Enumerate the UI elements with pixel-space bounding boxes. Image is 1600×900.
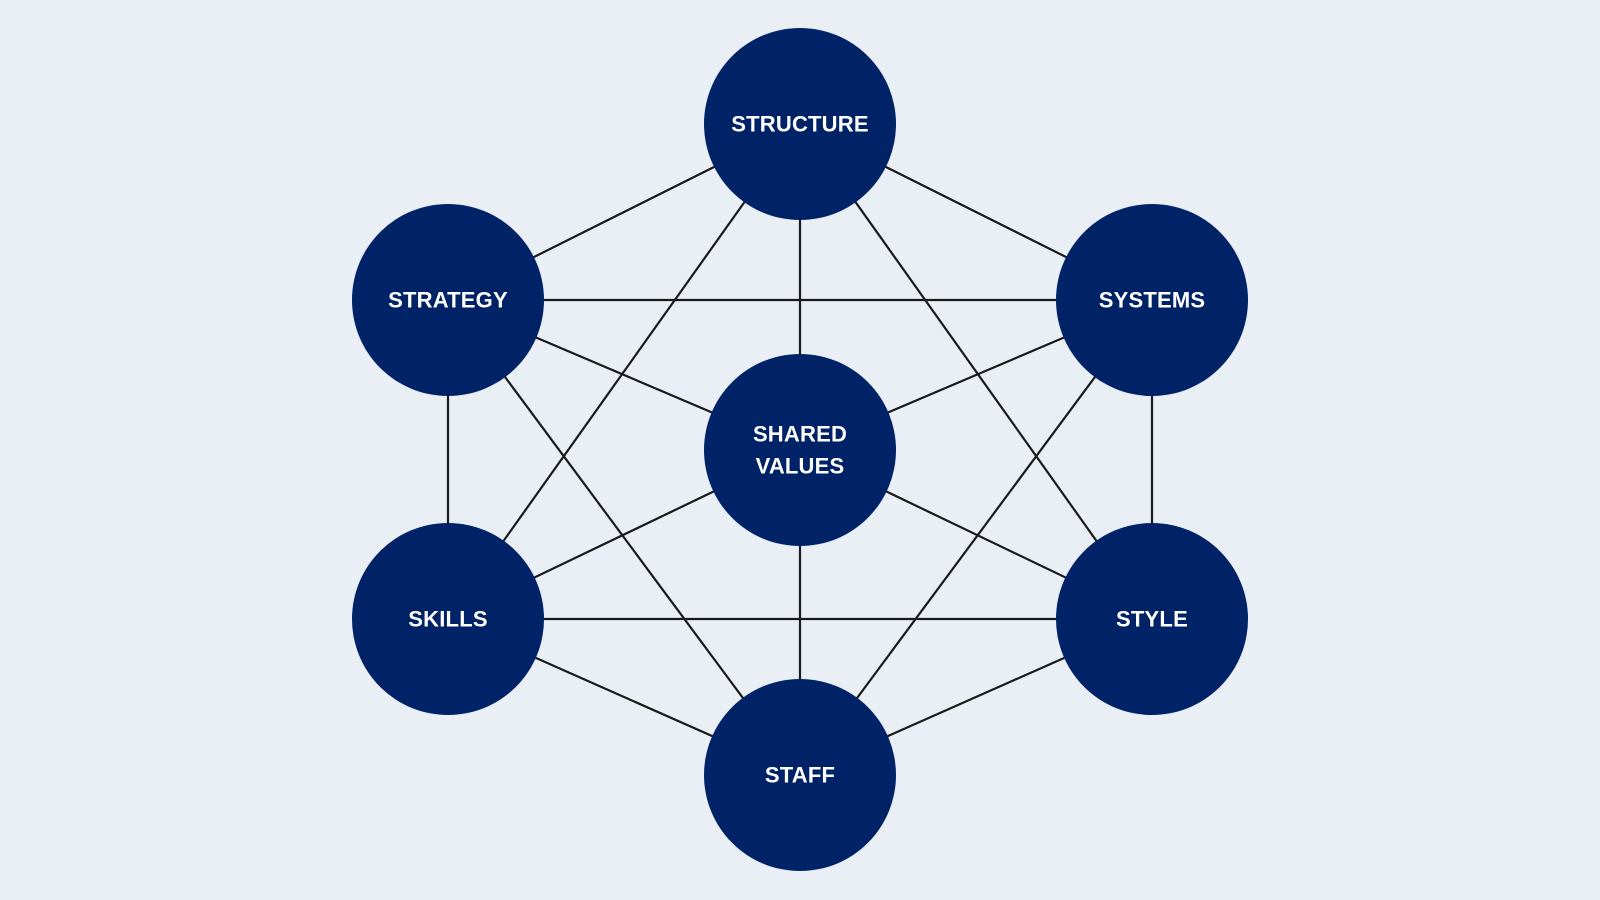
- node-label-strategy: STRATEGY: [388, 288, 508, 313]
- node-label-style: STYLE: [1116, 607, 1188, 632]
- node-systems: SYSTEMS: [1056, 204, 1248, 396]
- edge-structure-skills: [446, 122, 802, 621]
- node-circle-skills: [352, 523, 544, 715]
- edge-structure-style: [798, 122, 1154, 621]
- edge-strategy-staff: [446, 298, 802, 777]
- node-style: STYLE: [1056, 523, 1248, 715]
- node-shared-values: SHARED VALUES: [704, 354, 896, 546]
- node-circle-strategy: [352, 204, 544, 396]
- edge-systems-staff: [798, 298, 1154, 777]
- node-skills: SKILLS: [352, 523, 544, 715]
- node-circle-systems: [1056, 204, 1248, 396]
- node-label-shared-values: VALUES: [756, 454, 845, 479]
- node-label-systems: SYSTEMS: [1099, 288, 1206, 313]
- node-circle-structure: [704, 28, 896, 220]
- nodes-layer: STRUCTURE STRATEGY SYSTEMS SHARED VALUES SKIL…: [352, 28, 1248, 871]
- node-label-structure: STRUCTURE: [731, 112, 868, 137]
- node-strategy: STRATEGY: [352, 204, 544, 396]
- node-circle-shared-values: [704, 354, 896, 546]
- node-staff: STAFF: [704, 679, 896, 871]
- node-label-skills: SKILLS: [408, 607, 487, 632]
- node-label-shared-values: SHARED: [753, 422, 847, 447]
- node-circle-staff: [704, 679, 896, 871]
- node-label-staff: STAFF: [765, 763, 835, 788]
- node-structure: STRUCTURE: [704, 28, 896, 220]
- node-circle-style: [1056, 523, 1248, 715]
